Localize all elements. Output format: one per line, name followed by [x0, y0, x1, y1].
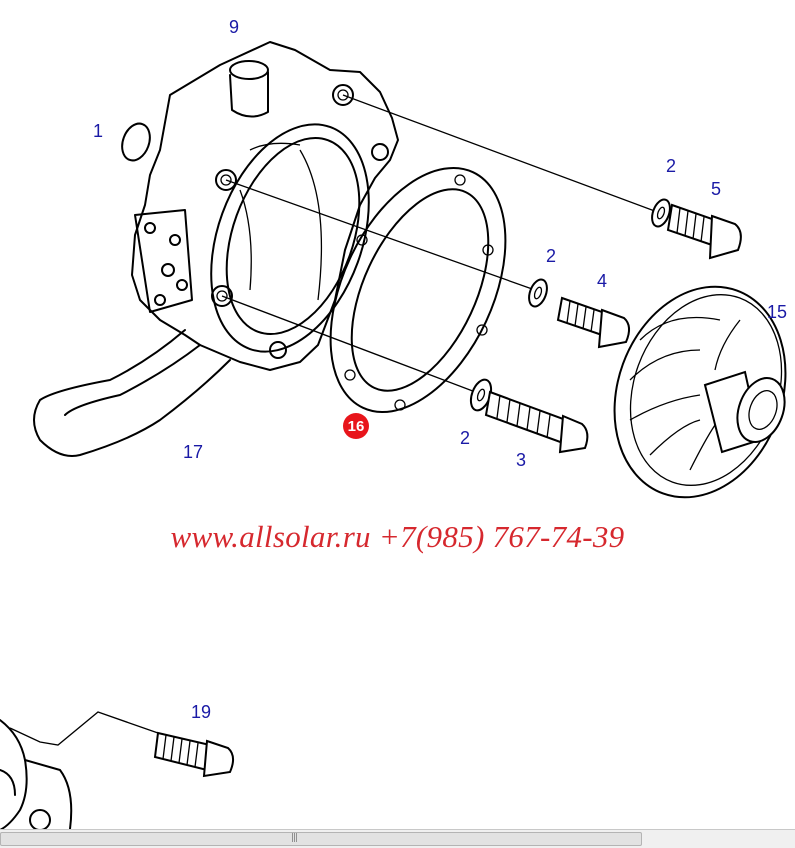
pump-housing	[131, 41, 399, 371]
callout-16-badge	[343, 413, 369, 439]
washer-upper	[651, 198, 671, 228]
callout-5: 5	[711, 179, 721, 199]
callout-2-lower: 2	[460, 428, 470, 448]
callout-19: 19	[191, 702, 211, 722]
scrollbar-thumb[interactable]: |||	[0, 832, 642, 846]
lower-partial-assembly	[0, 711, 159, 831]
bolt-short-upper	[666, 203, 742, 260]
callout-15: 15	[767, 302, 787, 322]
contact-watermark: www.allsolar.ru +7(985) 767-74-39	[170, 519, 625, 554]
bolt-lower-detail	[153, 731, 234, 778]
bolt-long-lower	[484, 390, 589, 454]
impeller	[613, 285, 787, 499]
washer-middle	[528, 278, 548, 308]
scrollbar-grip-icon: |||	[291, 833, 298, 843]
o-ring	[121, 122, 151, 162]
callout-1: 1	[93, 121, 103, 141]
callout-17: 17	[183, 442, 203, 462]
callout-16: 16	[348, 418, 365, 435]
horizontal-scrollbar[interactable]: |||	[0, 829, 795, 848]
assembly-axis-lines	[221, 94, 661, 394]
outlet-pipe	[33, 329, 231, 457]
callout-4: 4	[597, 271, 607, 291]
gasket	[329, 166, 507, 414]
callout-3: 3	[516, 450, 526, 470]
callout-2-middle: 2	[546, 246, 556, 266]
callout-9: 9	[229, 17, 239, 37]
bolt-short-middle	[556, 296, 630, 349]
callout-2-upper: 2	[666, 156, 676, 176]
